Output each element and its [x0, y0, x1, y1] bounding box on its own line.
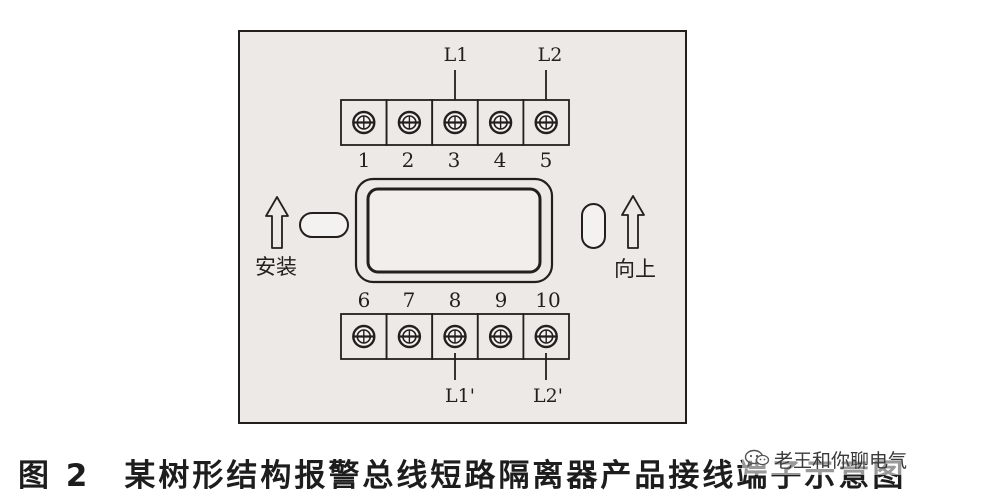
screw-icon: [397, 324, 422, 349]
watermark-text: 老王和你聊电气: [774, 450, 908, 472]
terminal-4: [476, 99, 525, 146]
wire-label-l1: L1: [443, 44, 469, 66]
terminal-3: [431, 99, 479, 146]
terminal-number-8: 8: [448, 288, 462, 312]
bottom-terminal-block: [340, 313, 570, 360]
screw-icon: [352, 324, 376, 349]
terminal-number-9: 9: [494, 288, 508, 312]
watermark: 老王和你聊电气: [742, 447, 912, 476]
terminal-5: [522, 99, 570, 146]
wire-label-l2: L2: [537, 44, 563, 66]
terminal-6: [340, 313, 388, 360]
screw-icon: [352, 110, 376, 135]
terminal-7: [385, 313, 434, 360]
up-arrow-right-icon: [621, 195, 645, 249]
screw-icon: [488, 110, 513, 135]
mounting-slot-horizontal: [299, 212, 349, 238]
up-arrow-left-icon: [265, 196, 289, 249]
terminal-number-2: 2: [401, 148, 415, 172]
terminal-number-3: 3: [447, 148, 461, 172]
terminal-2: [385, 99, 434, 146]
terminal-number-4: 4: [493, 148, 507, 172]
wire-label-l2-prime: L2': [533, 385, 563, 407]
terminal-1: [340, 99, 388, 146]
terminal-8: [431, 313, 479, 360]
mounting-slot-vertical: [581, 203, 606, 249]
screw-icon: [397, 110, 422, 135]
center-window-inner: [366, 187, 542, 274]
screw-icon: [488, 324, 513, 349]
terminal-number-7: 7: [402, 288, 416, 312]
screw-icon: [443, 110, 467, 135]
upward-label: 向上: [614, 257, 656, 281]
top-terminal-block: [340, 99, 570, 146]
terminal-9: [476, 313, 525, 360]
install-label: 安装: [255, 255, 297, 279]
terminal-number-1: 1: [357, 148, 371, 172]
wechat-chat-icon: [744, 448, 770, 476]
screw-icon: [534, 110, 558, 135]
screw-icon: [443, 324, 467, 349]
terminal-number-5: 5: [539, 148, 553, 172]
terminal-number-6: 6: [357, 288, 371, 312]
screw-icon: [534, 324, 558, 349]
wire-label-l1-prime: L1': [445, 385, 475, 407]
terminal-number-10: 10: [535, 288, 561, 312]
terminal-10: [522, 313, 570, 360]
